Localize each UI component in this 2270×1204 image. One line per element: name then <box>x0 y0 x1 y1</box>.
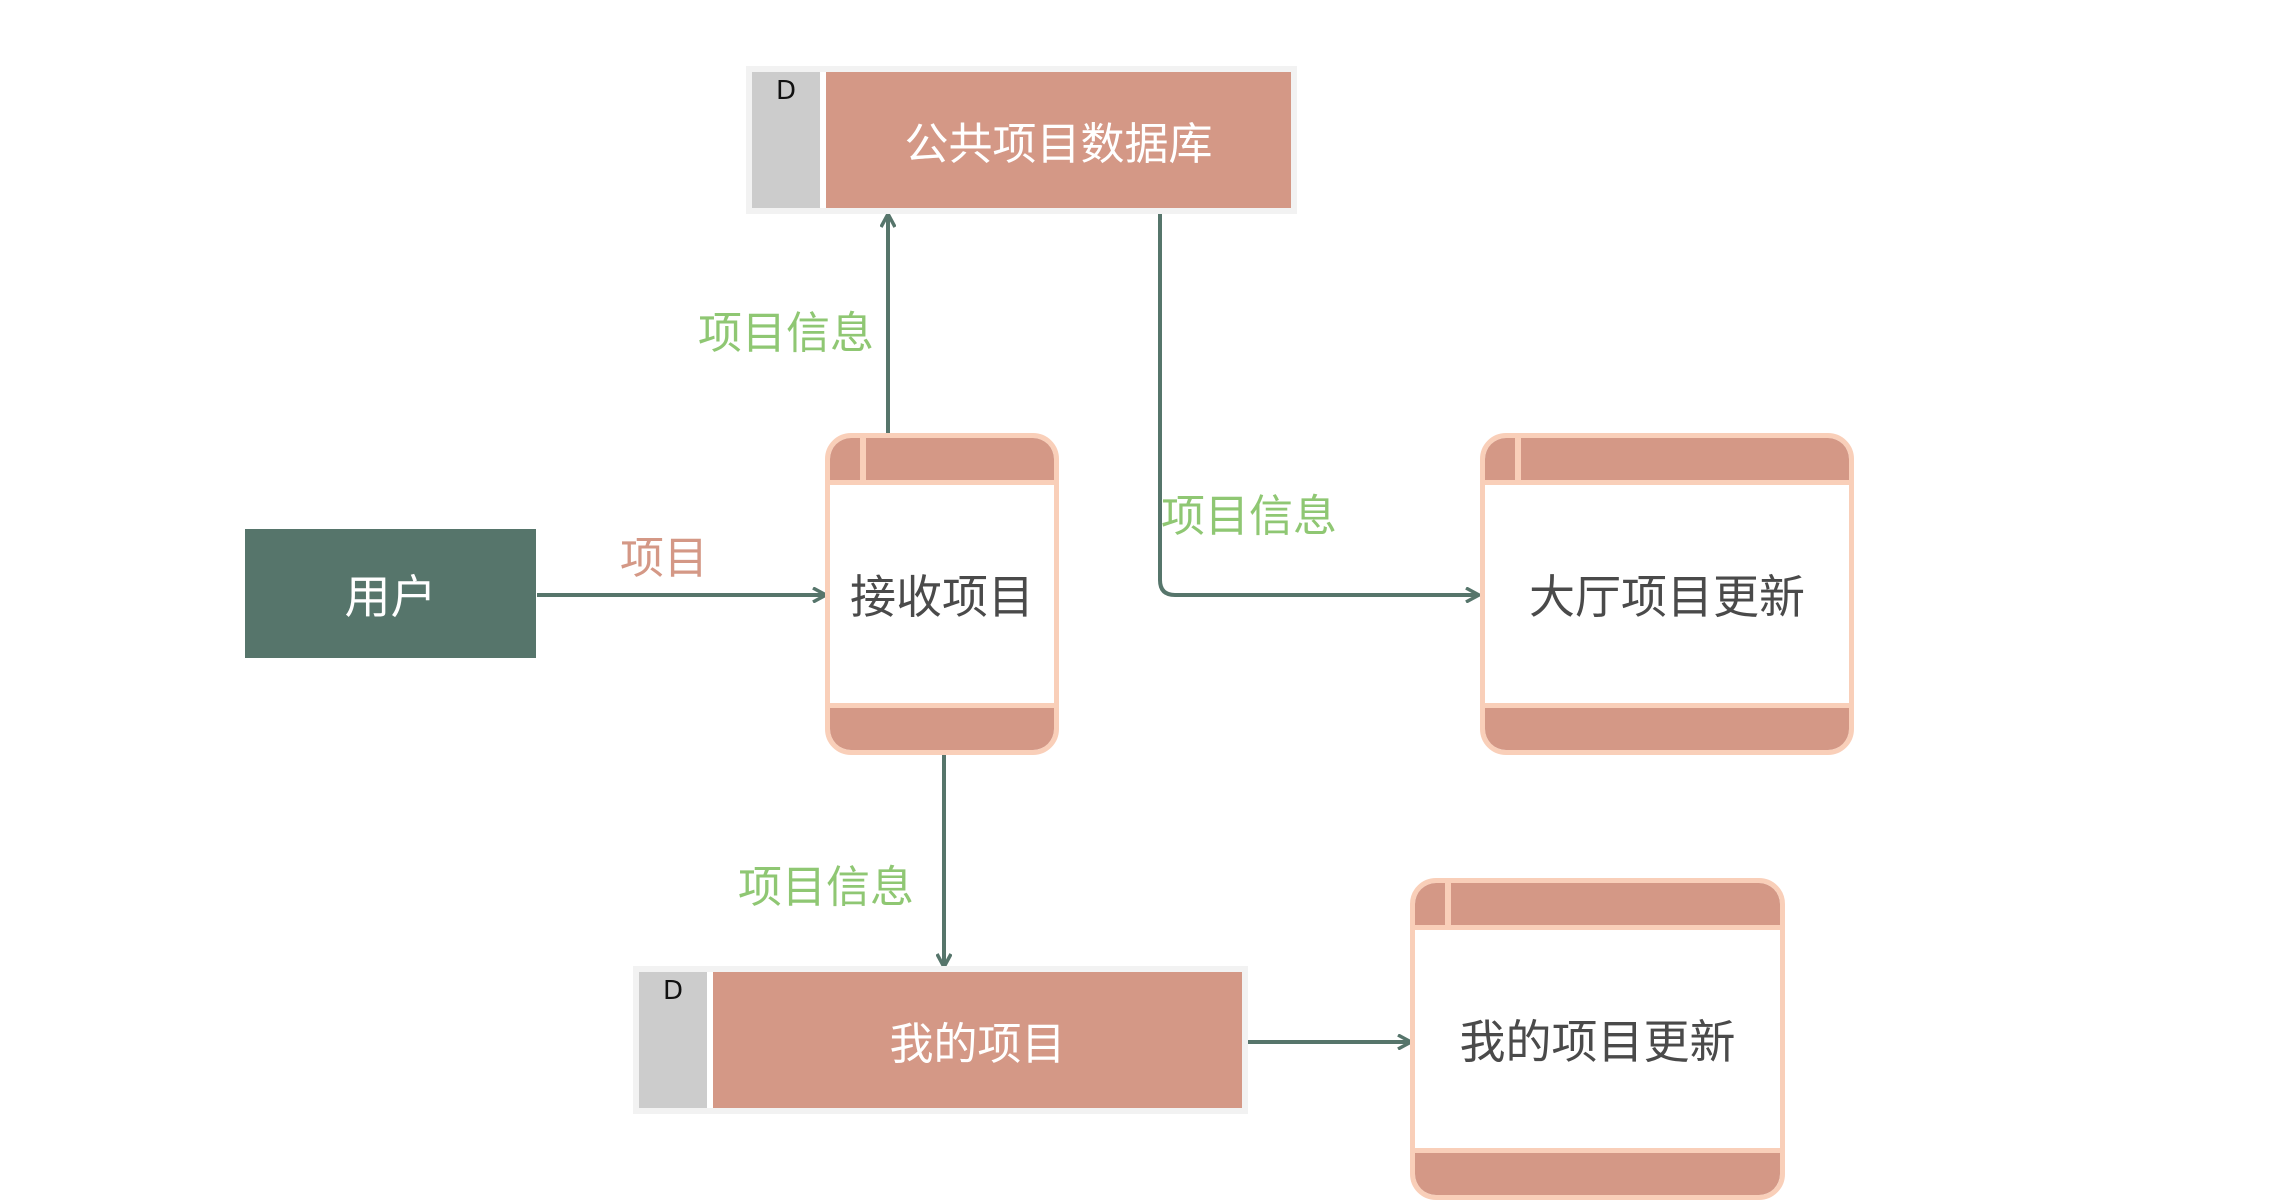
flow-label-receive-to-my-projects: 项目信息 <box>738 862 914 913</box>
datastore-public-db: D 公共项目数据库 <box>746 66 1297 214</box>
flow-label-receive-to-public-db: 项目信息 <box>698 308 874 359</box>
process-label: 接收项目 <box>850 570 1034 624</box>
datastore-tag-label: D <box>662 976 684 1006</box>
flow-label-user-to-receive: 项目 <box>620 533 708 584</box>
datastore-tag-label: D <box>775 76 797 106</box>
process-header-bar <box>830 438 1054 485</box>
process-header-divider <box>1515 438 1521 480</box>
process-header-divider <box>860 438 866 480</box>
datastore-label: 公共项目数据库 <box>904 119 1213 170</box>
datastore-tag: D <box>639 972 707 1108</box>
datastore-label: 我的项目 <box>889 1019 1066 1070</box>
datastore-body: 我的项目 <box>713 972 1242 1108</box>
datastore-my-projects: D 我的项目 <box>633 966 1248 1114</box>
process-receive-project: 接收项目 <box>825 433 1059 755</box>
datastore-tag: D <box>752 72 820 208</box>
entity-label: 用户 <box>344 569 437 624</box>
process-header-divider <box>1445 883 1451 925</box>
flow-label-public-db-to-hall-update: 项目信息 <box>1161 491 1337 542</box>
datastore-body: 公共项目数据库 <box>826 72 1291 208</box>
process-label: 大厅项目更新 <box>1529 570 1805 624</box>
arrow-public-db-to-hall-update <box>1158 212 1478 595</box>
process-my-update: 我的项目更新 <box>1410 878 1785 1200</box>
process-header-bar <box>1485 438 1849 485</box>
process-footer-bar <box>1415 1148 1780 1195</box>
process-footer-bar <box>830 703 1054 750</box>
entity-user: 用户 <box>245 529 536 658</box>
process-footer-bar <box>1485 703 1849 750</box>
process-hall-update: 大厅项目更新 <box>1480 433 1854 755</box>
process-label: 我的项目更新 <box>1459 1015 1736 1069</box>
process-header-bar <box>1415 883 1780 930</box>
